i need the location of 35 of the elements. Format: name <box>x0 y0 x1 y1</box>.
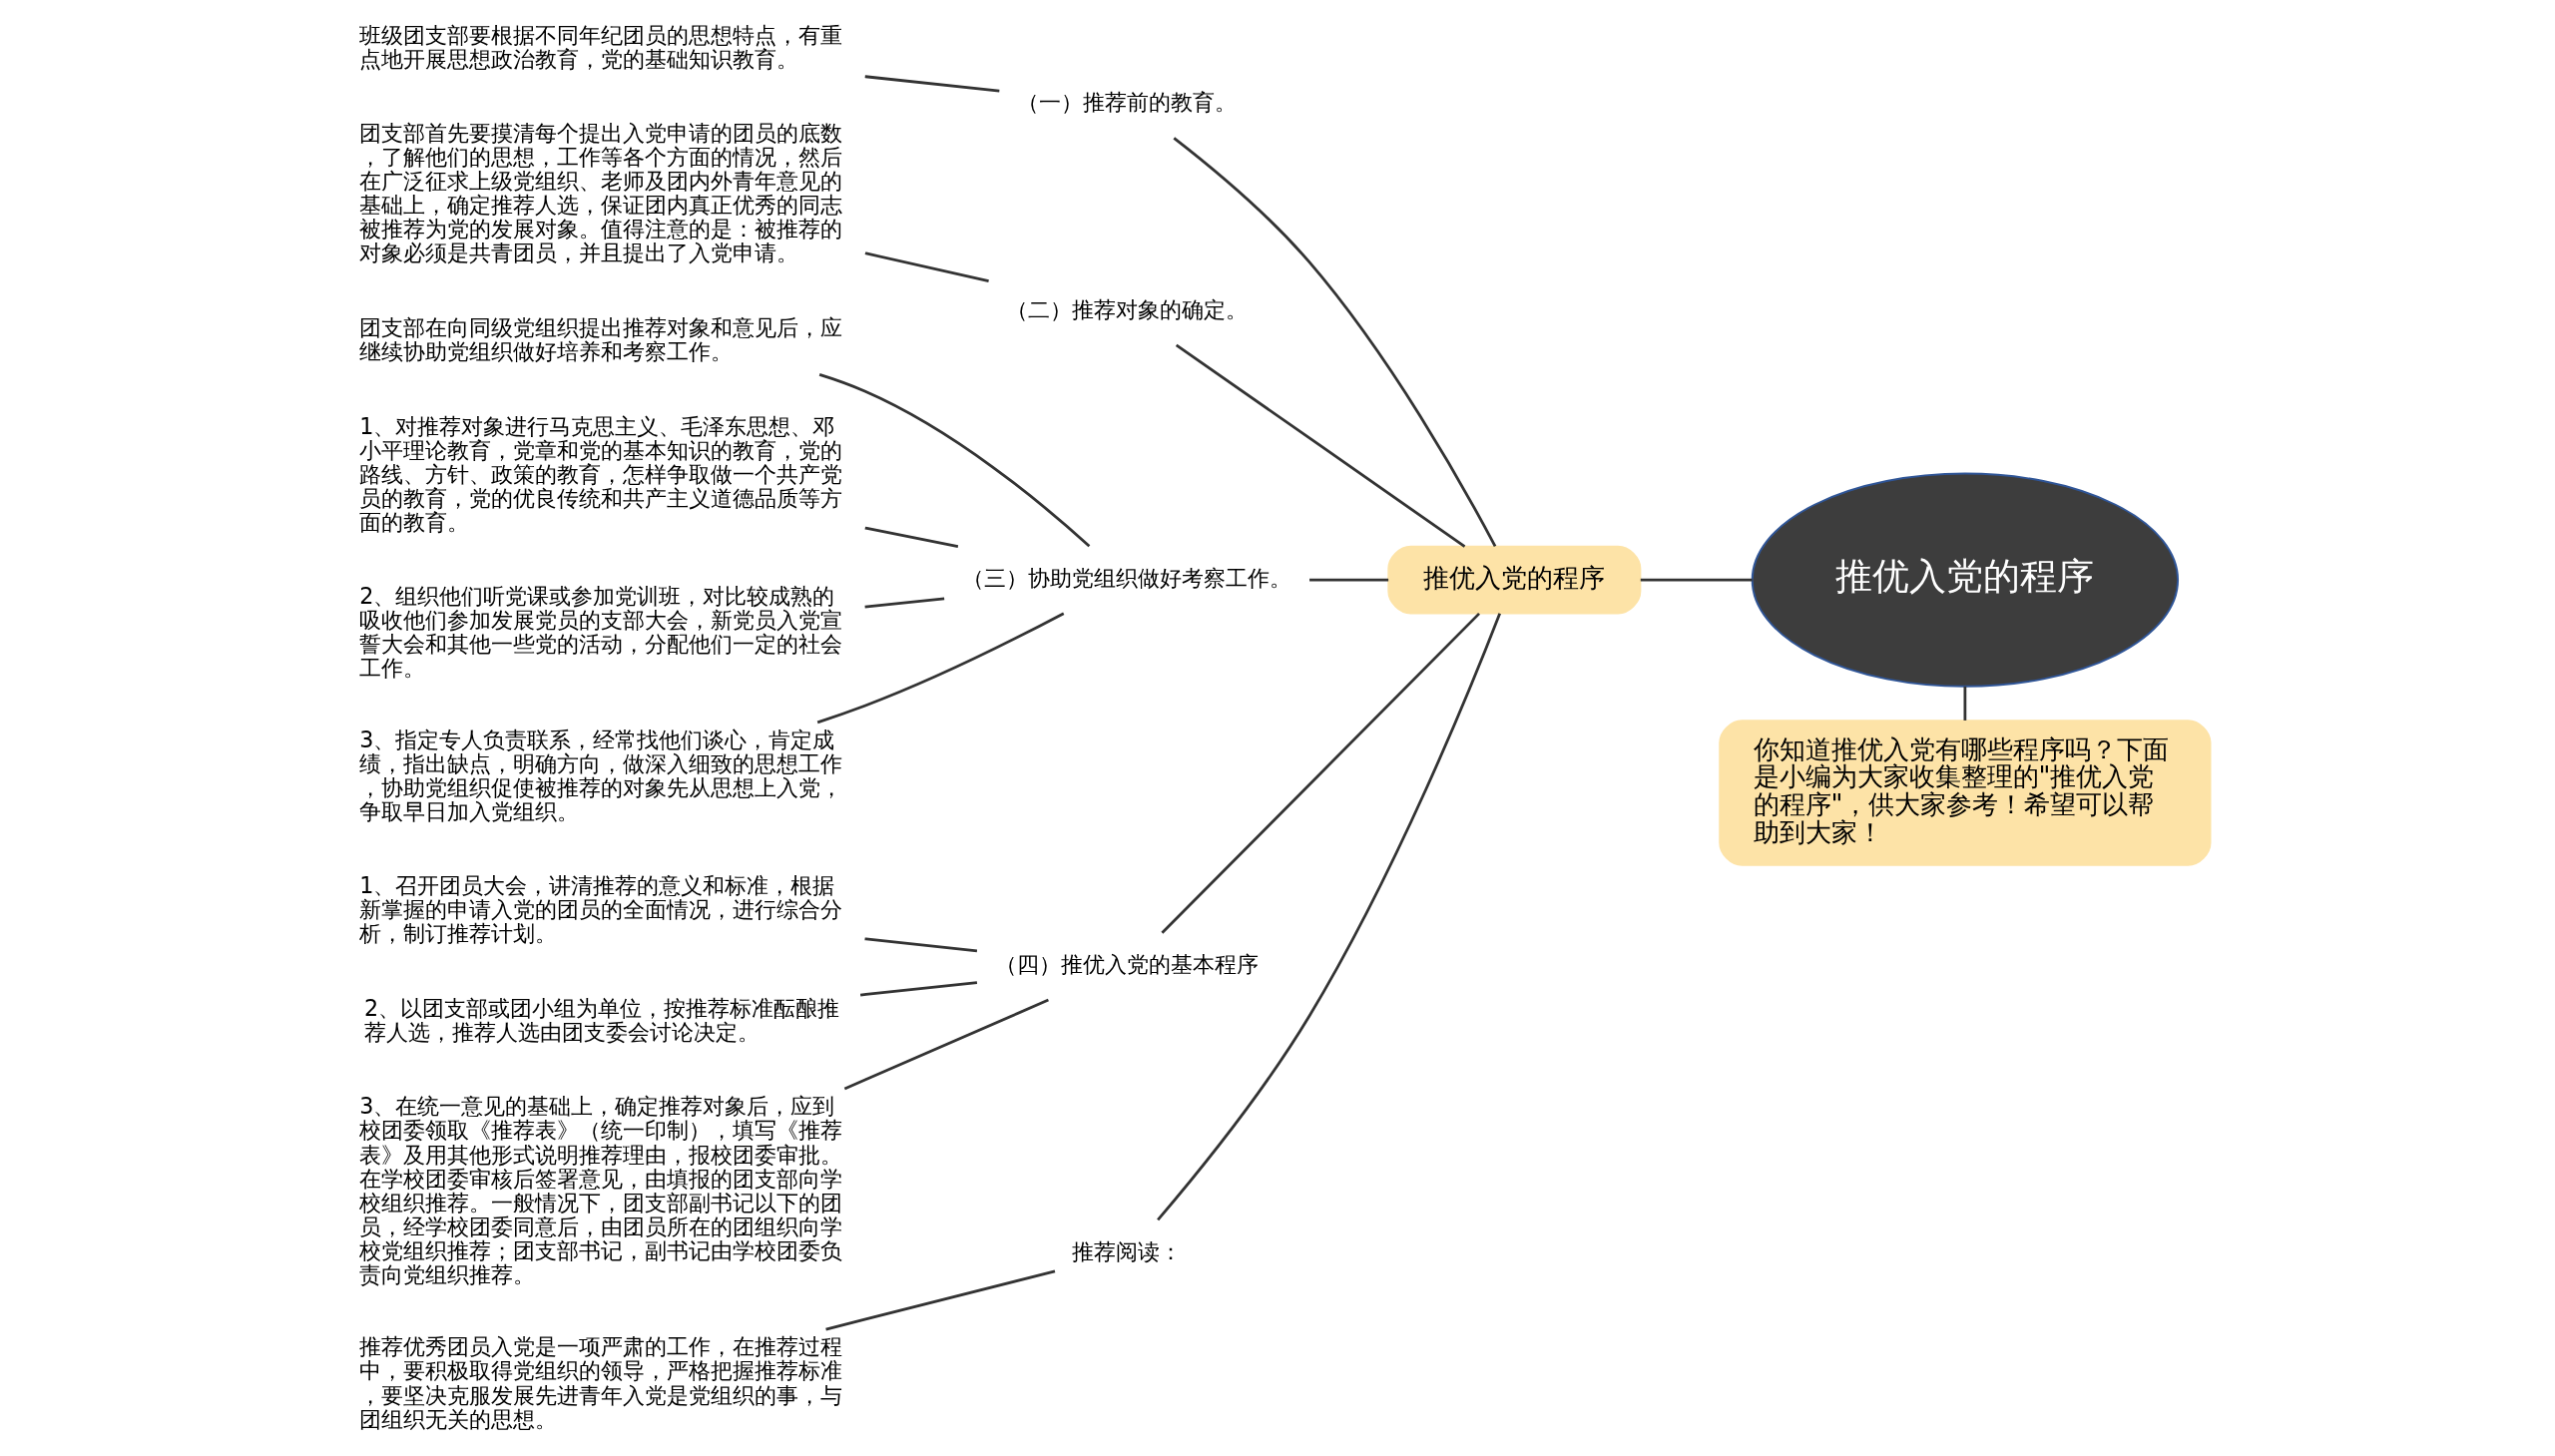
connector <box>843 998 1049 1091</box>
connector <box>818 373 1091 548</box>
node-text: （三）协助党组织做好考察工作。 <box>961 564 1291 591</box>
node-text: 2、以团支部或团小组为单位，按推荐标准酝酿推荐人选，推荐人选由团支委会讨论决定。 <box>363 995 840 1046</box>
connector <box>864 597 945 609</box>
node-text: （二）推荐对象的确定。 <box>1005 296 1248 323</box>
node-text: 1、召开团员大会，讲清推荐的意义和标准，根据新掌握的申请入党的团员的全面情况，进行综合分析，制订推荐计划。 <box>359 871 843 946</box>
node-box: 你知道推优入党有哪些程序吗？下面是小编为大家收集整理的"推优入党的程序"，供大家参考！希望可以帮助到大家！ <box>1719 720 2212 866</box>
connector <box>1309 578 1389 582</box>
connector <box>1173 137 1497 547</box>
connector <box>1161 612 1480 934</box>
node-text: （四）推优入党的基本程序 <box>994 951 1259 978</box>
connector <box>864 75 1000 93</box>
connector <box>859 981 978 997</box>
connector <box>816 612 1065 725</box>
node-text: 推荐阅读： <box>1071 1237 1182 1264</box>
node-text: 1、对推荐对象进行马克思主义、毛泽东思想、邓小平理论教育，党章和党的基本知识的教育，党的路线、方针、政策的教育，怎样争取做一个共产党员的教育，党的优良传统和共产主义道德品质等方面的教育。 <box>359 412 843 536</box>
connector <box>1963 686 1967 721</box>
connector <box>1640 578 1753 582</box>
connector <box>864 937 978 953</box>
node-box: 推优入党的程序 <box>1387 545 1642 615</box>
node-text: 2、组织他们听党课或参加党训班，对比较成熟的吸收他们参加发展党员的支部大会，新党员入党宣誓大会和其他一些党的活动，分配他们一定的社会工作。 <box>359 582 843 681</box>
node-text: 推荐优秀团员入党是一项严肃的工作，在推荐过程中，要积极取得党组织的领导，严格把握推荐标准，要坚决克服发展先进青年入党是党组织的事，与团组织无关的思想。 <box>359 1333 843 1432</box>
node-text: 3、指定专人负责联系，经常找他们谈心，肯定成绩，指出缺点，明确方向，做深入细致的思想工作，协助党组织促使被推荐的对象先从思想上入党，争取早日加入党组织。 <box>359 727 843 825</box>
node-text: 班级团支部要根据不同年纪团员的思想特点，有重点地开展思想政治教育，党的基础知识教育。 <box>359 21 843 72</box>
connector <box>864 251 989 282</box>
connector <box>1175 343 1466 548</box>
connector <box>864 526 959 549</box>
node-text: 团支部在向同级党组织提出推荐对象和意见后，应继续协助党组织做好培养和考察工作。 <box>359 313 843 364</box>
connector <box>1157 613 1501 1221</box>
node-text: 团支部首先要摸清每个提出入党申请的团员的底数，了解他们的思想，工作等各个方面的情况，然后在广泛征求上级党组织、老师及团内外青年意见的基础上，确定推荐人选，保证团内真正优秀的同志被推荐为党的发展对象。值得注意的是：被推荐的对象必须是共青团员，并且提出了入党申请。 <box>359 119 843 266</box>
node-text: （一）推荐前的教育。 <box>1016 89 1237 116</box>
node-text: 3、在统一意见的基础上，确定推荐对象后，应到校团委领取《推荐表》（统一印制），填写《推荐表》及用其他形式说明推荐理由，报校团委审批。在学校团委审核后签署意见，由填报的团支部向学校组织推荐。一般情况下，团支部副书记以下的团员，经学校团委同意后，由团员所在的团组织向学校党组织推荐；团支部书记，副书记由学校团委负责向党组织推荐。 <box>359 1093 843 1288</box>
connector <box>825 1269 1056 1331</box>
node-ellipse: 推优入党的程序 <box>1751 472 2180 688</box>
